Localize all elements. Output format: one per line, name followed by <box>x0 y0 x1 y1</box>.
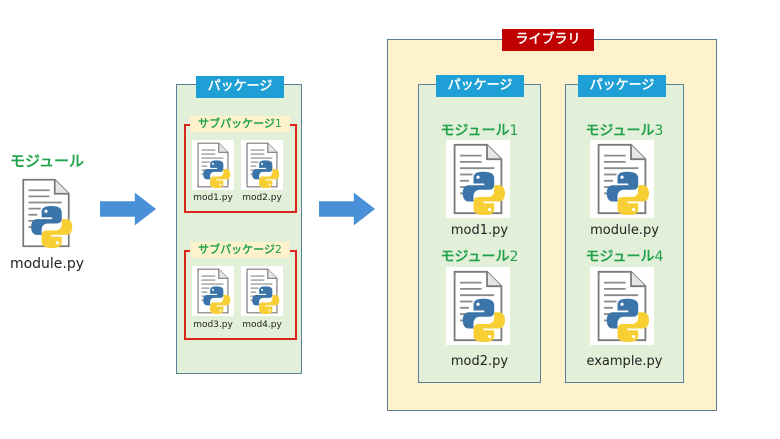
python-file-icon <box>194 142 232 188</box>
module-title: モジュール <box>10 152 84 170</box>
python-file-icon <box>194 268 232 314</box>
file-name: mod4.py <box>242 320 282 330</box>
module-title: モジュール1 <box>440 123 519 139</box>
file-name: mod2.py <box>242 193 282 203</box>
python-file-icon <box>594 143 650 215</box>
file-name: mod1.py <box>193 193 233 203</box>
module-filename: module.py <box>9 256 85 272</box>
file-card <box>446 140 510 218</box>
python-file-icon <box>450 270 506 342</box>
package-label: パッケージ <box>578 75 666 97</box>
file-name: module.py <box>590 223 659 238</box>
subpackage-title: サブパッケージ1 <box>190 116 290 132</box>
file-card <box>192 266 234 316</box>
module-title: モジュール3 <box>585 123 664 139</box>
module-title: モジュール2 <box>440 249 519 265</box>
package-label: パッケージ <box>196 76 284 98</box>
right-arrow-icon <box>100 192 158 226</box>
file-name: example.py <box>586 354 663 369</box>
python-file-icon <box>243 268 281 314</box>
package-box <box>176 84 302 374</box>
file-name: mod2.py <box>450 354 509 369</box>
python-file-icon <box>18 178 74 248</box>
module-title: モジュール4 <box>585 249 664 265</box>
file-card <box>590 267 654 345</box>
package-label: パッケージ <box>436 75 524 97</box>
file-card <box>241 266 283 316</box>
file-card <box>446 267 510 345</box>
file-card <box>590 140 654 218</box>
file-card <box>192 140 234 190</box>
python-file-icon <box>243 142 281 188</box>
python-file-icon <box>450 143 506 215</box>
file-name: mod1.py <box>450 223 509 238</box>
subpackage-title: サブパッケージ2 <box>190 242 290 258</box>
file-name: mod3.py <box>193 320 233 330</box>
library-label: ライブラリ <box>502 29 594 51</box>
python-file-icon <box>594 270 650 342</box>
file-card <box>241 140 283 190</box>
right-arrow-icon <box>319 192 377 226</box>
